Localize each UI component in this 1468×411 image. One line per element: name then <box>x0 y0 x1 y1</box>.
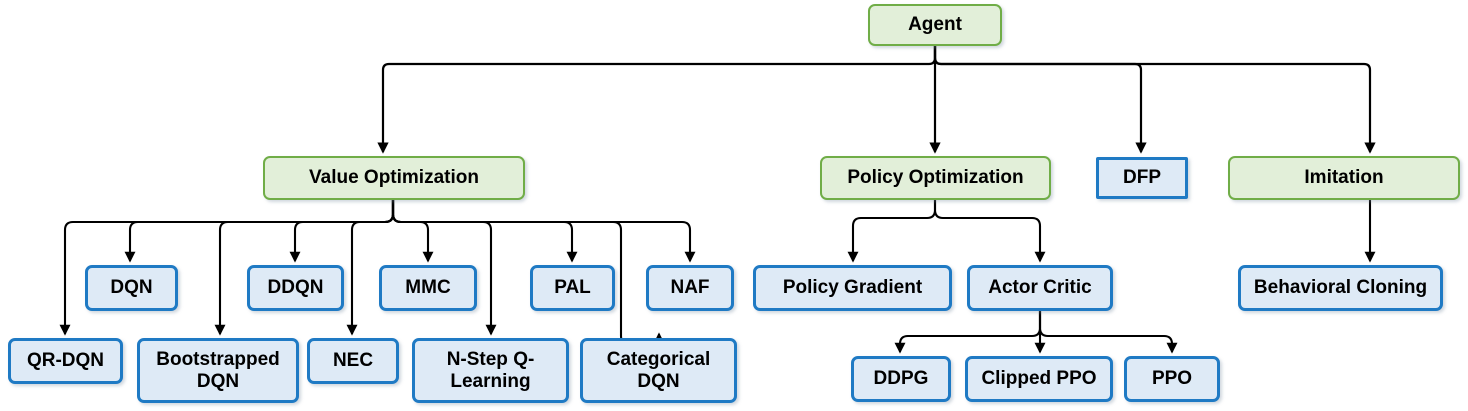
node-nec-label: NEC <box>332 350 374 372</box>
node-behavioral-cloning-label: Behavioral Cloning <box>1253 277 1428 299</box>
edge-actor-critic-to-ppo <box>1038 311 1178 354</box>
node-naf[interactable]: NAF <box>646 265 734 311</box>
node-dqn-label: DQN <box>110 277 153 299</box>
node-policy-gradient[interactable]: Policy Gradient <box>753 265 952 311</box>
node-nec[interactable]: NEC <box>307 338 399 384</box>
node-bootstrapped-dqn[interactable]: Bootstrapped DQN <box>137 338 299 403</box>
edge-agent-to-value-optimization <box>377 46 937 154</box>
node-policy-optimization-label: Policy Optimization <box>847 167 1024 189</box>
node-actor-critic-label: Actor Critic <box>988 277 1092 299</box>
node-value-optimization[interactable]: Value Optimization <box>263 156 525 200</box>
node-clipped-ppo-label: Clipped PPO <box>981 368 1097 390</box>
node-n-step-q-learning-label: N-Step Q-Learning <box>446 349 535 392</box>
edge-value-optimization-to-ddqn <box>289 200 395 263</box>
node-imitation-label: Imitation <box>1304 167 1384 189</box>
node-behavioral-cloning[interactable]: Behavioral Cloning <box>1238 265 1443 311</box>
node-qr-dqn[interactable]: QR-DQN <box>8 338 123 384</box>
edge-policy-optimization-to-actor-critic <box>933 200 1046 263</box>
edge-agent-to-dfp <box>933 46 1147 154</box>
node-ddqn-label: DDQN <box>267 277 324 299</box>
node-ppo[interactable]: PPO <box>1124 356 1220 402</box>
node-imitation[interactable]: Imitation <box>1228 156 1460 200</box>
node-dqn[interactable]: DQN <box>85 265 178 311</box>
edge-value-optimization-to-pal <box>391 200 578 263</box>
node-qr-dqn-label: QR-DQN <box>26 350 105 372</box>
edge-value-optimization-to-dqn <box>124 200 395 263</box>
node-dfp-label: DFP <box>1123 167 1161 189</box>
node-agent-label: Agent <box>908 14 962 36</box>
edge-agent-to-imitation <box>933 46 1376 154</box>
node-actor-critic[interactable]: Actor Critic <box>967 265 1113 311</box>
node-dfp[interactable]: DFP <box>1096 157 1188 199</box>
node-n-step-q-learning[interactable]: N-Step Q-Learning <box>412 338 569 403</box>
node-ddpg[interactable]: DDPG <box>851 356 951 402</box>
edge-value-optimization-to-naf <box>391 200 696 263</box>
node-policy-gradient-label: Policy Gradient <box>782 277 923 299</box>
node-categorical-dqn[interactable]: Categorical DQN <box>580 338 737 403</box>
edge-actor-critic-to-ddpg <box>894 311 1042 354</box>
node-mmc-label: MMC <box>405 277 451 299</box>
node-ddqn[interactable]: DDQN <box>247 265 344 311</box>
node-value-optimization-label: Value Optimization <box>309 167 479 189</box>
node-bootstrapped-dqn-label: Bootstrapped DQN <box>156 349 280 392</box>
node-pal-label: PAL <box>554 277 591 299</box>
node-categorical-dqn-label: Categorical DQN <box>606 349 711 392</box>
node-ppo-label: PPO <box>1151 368 1193 390</box>
node-mmc[interactable]: MMC <box>379 265 477 311</box>
node-ddpg-label: DDPG <box>873 368 929 390</box>
node-agent[interactable]: Agent <box>868 4 1002 46</box>
node-clipped-ppo[interactable]: Clipped PPO <box>965 356 1113 402</box>
edge-value-optimization-to-mmc <box>391 200 434 263</box>
node-pal[interactable]: PAL <box>530 265 615 311</box>
node-naf-label: NAF <box>670 277 710 299</box>
edge-policy-optimization-to-policy-gradient <box>847 200 937 263</box>
node-policy-optimization[interactable]: Policy Optimization <box>820 156 1051 200</box>
